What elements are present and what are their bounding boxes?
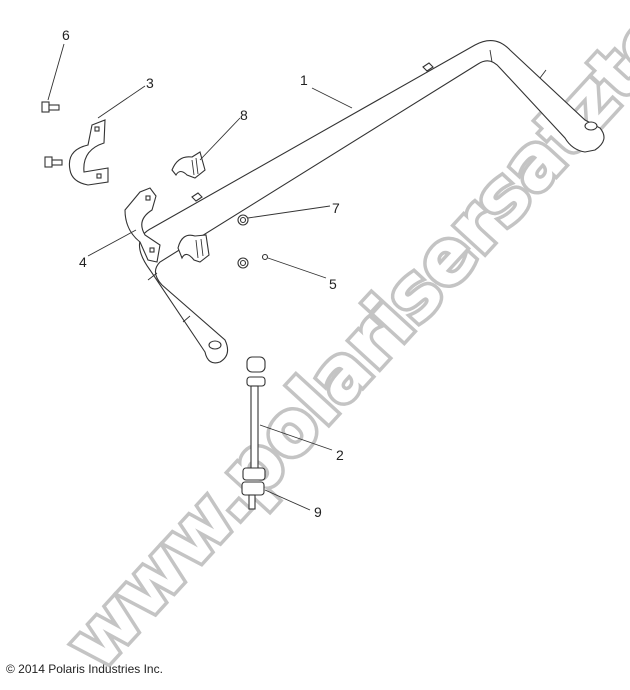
- bracket-3: [68, 119, 109, 186]
- bushing-lower: [177, 234, 210, 263]
- callout-8: 8: [240, 107, 248, 123]
- callout-4: 4: [79, 254, 87, 270]
- callout-7: 7: [332, 200, 340, 216]
- nuts-7: [237, 214, 249, 269]
- copyright-notice: © 2014 Polaris Industries Inc.: [6, 662, 163, 676]
- bracket-4: [124, 187, 161, 263]
- bolts-6: [41, 101, 63, 168]
- callout-3: 3: [146, 75, 154, 91]
- leader-lines: [47, 43, 353, 511]
- callout-9: 9: [314, 504, 322, 520]
- callout-5: 5: [329, 276, 337, 292]
- end-link-2: [241, 356, 266, 510]
- callout-2: 2: [336, 447, 344, 463]
- fitting-5: [261, 253, 269, 261]
- callout-1: 1: [300, 72, 308, 88]
- bushing-8: [171, 151, 206, 179]
- callout-6: 6: [62, 27, 70, 43]
- stabilizer-bar: [138, 39, 605, 364]
